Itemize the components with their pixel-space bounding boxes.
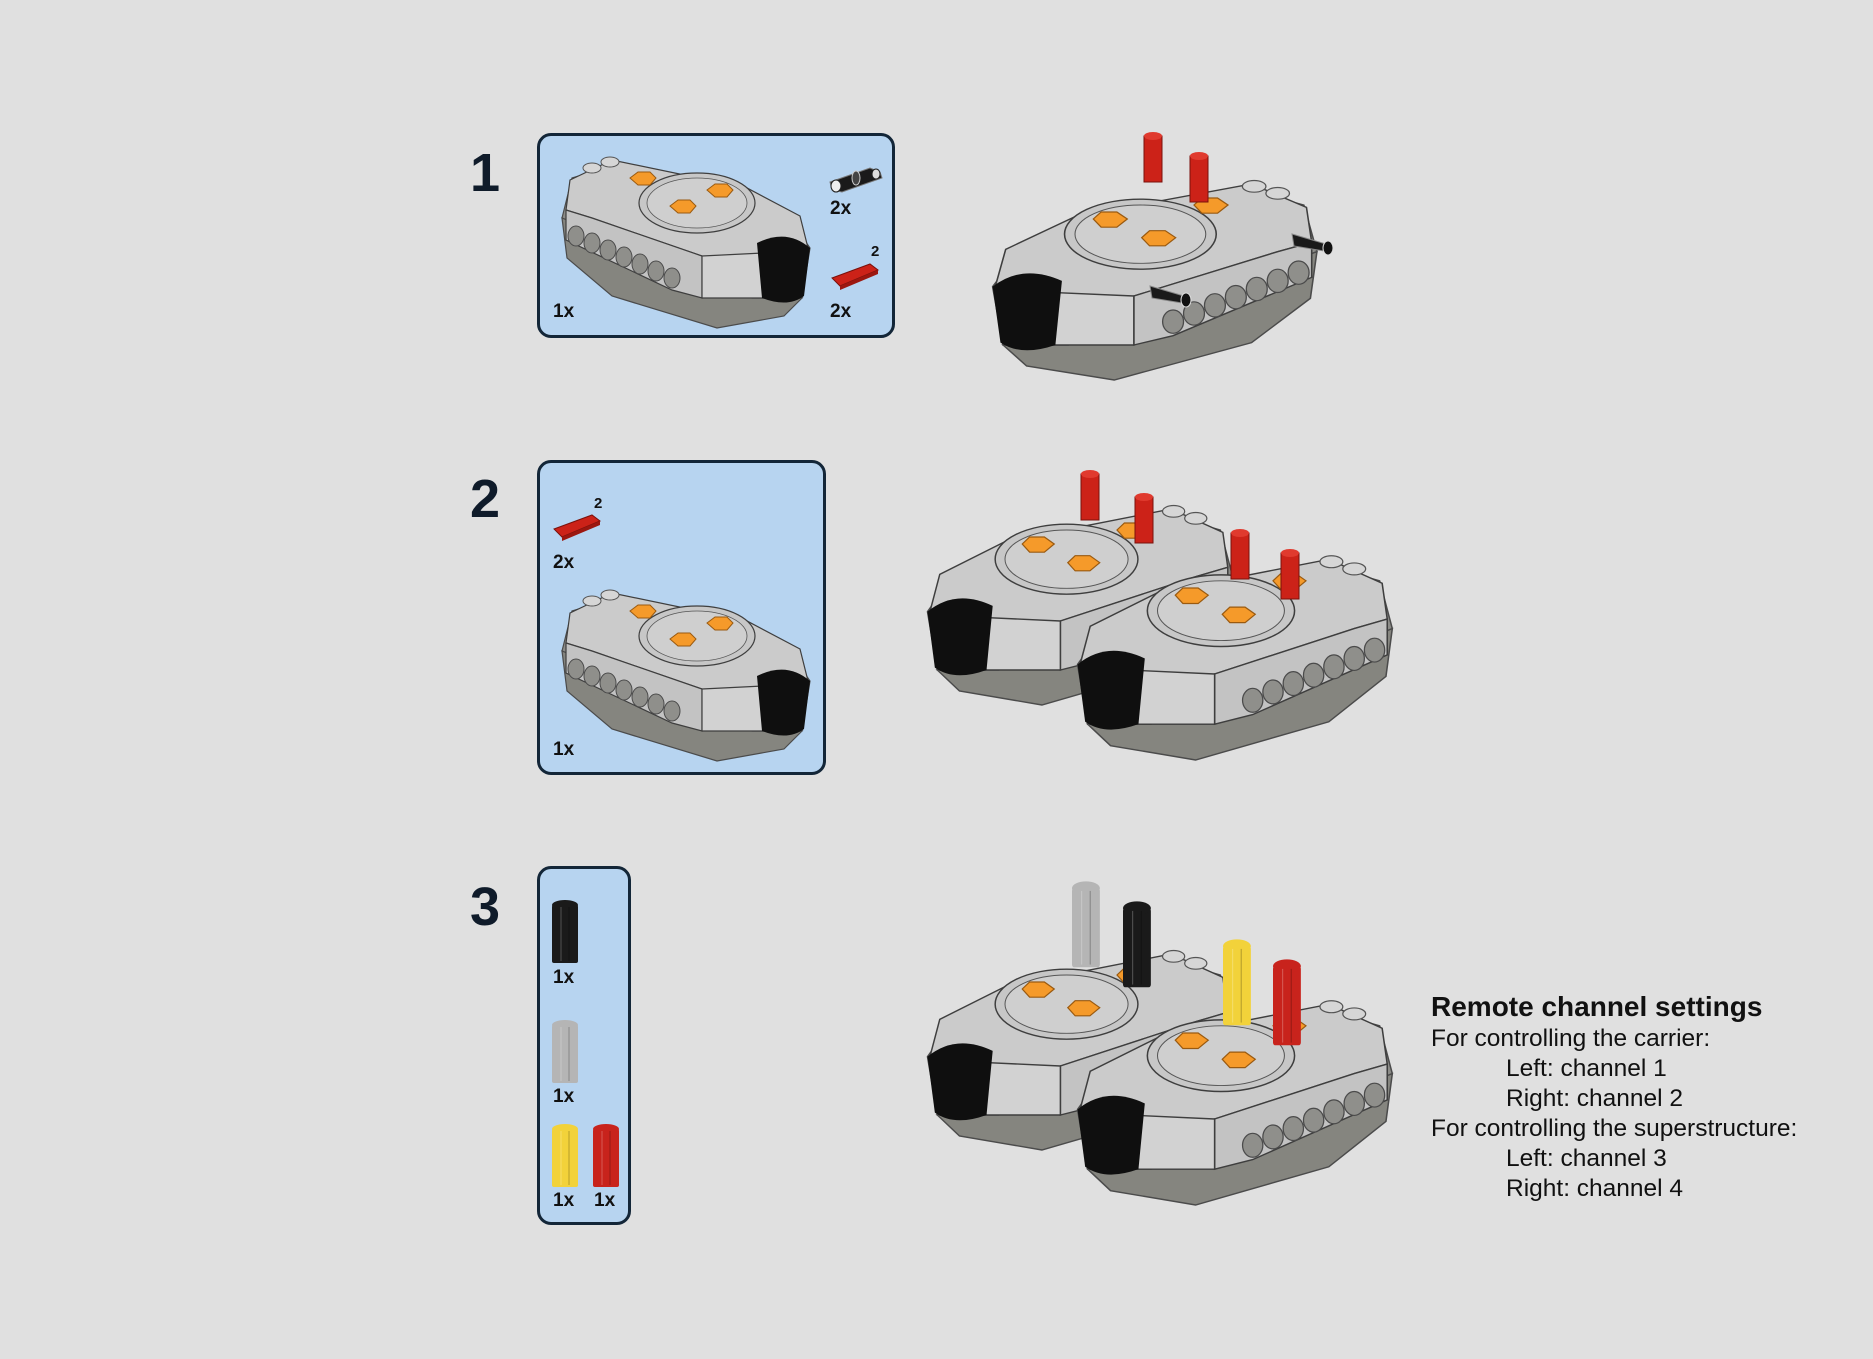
superstructure-heading: For controlling the superstructure: (1431, 1115, 1798, 1142)
axle-length-label: 2 (871, 243, 880, 260)
part-quantity: 1x (553, 1190, 575, 1211)
step-number: 3 (470, 877, 501, 937)
part-quantity: 2x (830, 198, 852, 219)
part-quantity: 1x (553, 967, 575, 988)
part-quantity: 2x (830, 301, 852, 322)
ir-receiver-icon (561, 156, 811, 329)
step-2-assembly-illustration (925, 465, 1405, 765)
ir-receiver-assembled-icon (991, 179, 1318, 381)
carrier-right-channel: Right: channel 2 (1506, 1085, 1684, 1112)
red-axle-upright-icon (1280, 549, 1300, 600)
black-connector-pin-icon (829, 167, 883, 193)
superstructure-right-channel: Right: channel 4 (1506, 1175, 1684, 1202)
black-axle-extension-icon (551, 899, 579, 964)
settings-title: Remote channel settings (1431, 991, 1763, 1022)
grey-axle-extension-icon (551, 1019, 579, 1084)
red-axle-upright-icon (1134, 493, 1154, 544)
step-number: 2 (470, 469, 501, 529)
step-3-assembly-illustration (925, 880, 1405, 1210)
yellow-axle-extension-icon (551, 1123, 579, 1188)
part-quantity: 1x (553, 1086, 575, 1107)
black-connector-pin-icon (1291, 233, 1334, 256)
step-1-assembly-illustration (990, 130, 1340, 381)
red-axle-extension-icon (592, 1123, 620, 1188)
grey-axle-extension-icon (1071, 880, 1101, 968)
red-axle-2-icon (553, 514, 601, 542)
carrier-left-channel: Left: channel 1 (1506, 1055, 1667, 1082)
part-quantity: 1x (553, 739, 575, 760)
red-axle-extension-icon (1272, 958, 1302, 1046)
superstructure-left-channel: Left: channel 3 (1506, 1145, 1667, 1172)
black-connector-pin-icon (1149, 285, 1192, 308)
red-axle-upright-icon (1189, 152, 1209, 203)
red-axle-2-icon (831, 263, 879, 291)
carrier-heading: For controlling the carrier: (1431, 1025, 1711, 1052)
part-quantity: 1x (553, 301, 575, 322)
parts-list-box: 2 2x 1x (537, 460, 826, 775)
red-axle-upright-icon (1143, 132, 1163, 183)
step-number: 1 (470, 143, 501, 203)
ir-receiver-icon (561, 589, 811, 762)
remote-channel-settings: Remote channel settings For controlling … (1431, 990, 1797, 1204)
part-quantity: 2x (553, 552, 575, 573)
axle-length-label: 2 (594, 495, 603, 512)
parts-list-box: 1x 1x 1x 1x (537, 866, 631, 1225)
red-axle-upright-icon (1080, 470, 1100, 521)
part-quantity: 1x (594, 1190, 616, 1211)
red-axle-upright-icon (1230, 529, 1250, 580)
parts-list-box: 1x 2x 2 2x (537, 133, 895, 338)
black-axle-extension-icon (1122, 900, 1152, 988)
yellow-axle-extension-icon (1222, 938, 1252, 1026)
